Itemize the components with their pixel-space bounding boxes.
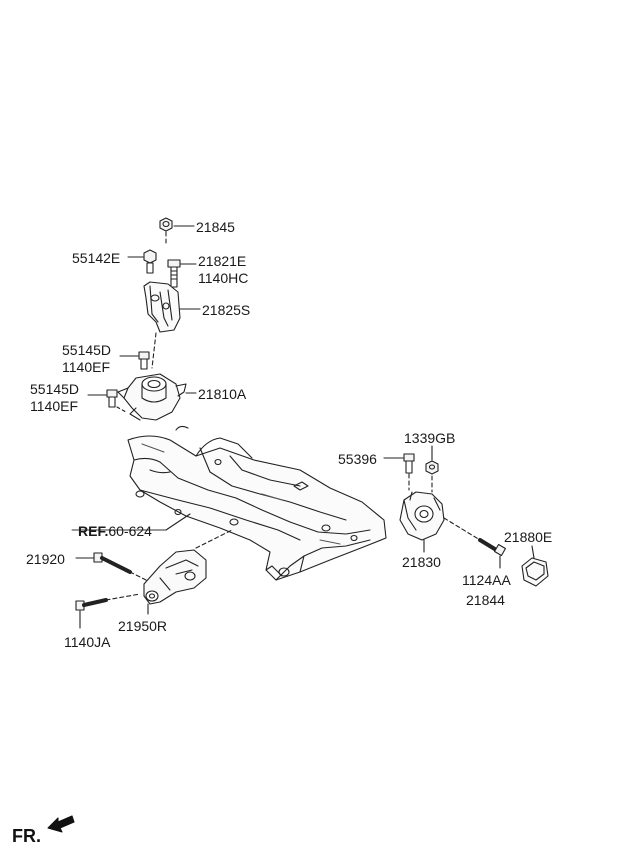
mount-21830 [399,491,445,541]
reference-prefix: REF. [78,523,109,539]
insulator-21810A [117,373,187,421]
label-21825S: 21825S [202,302,251,318]
label-21950R: 21950R [118,618,168,634]
bolt-1140JA [75,598,108,611]
bolt-21920 [93,552,132,574]
cover-21880E [521,557,549,587]
label-1339GB: 1339GB [404,430,456,446]
label-21845: 21845 [196,219,235,235]
label-21844: 21844 [466,592,505,608]
nut-1339GB [425,460,439,475]
subframe-crossmember [127,425,387,581]
roll-rod-21950R [143,549,207,605]
front-direction-label: FR. [12,826,41,846]
bolt-55145D-a [138,351,150,370]
bracket-21825S [143,281,181,333]
label-1140HC: 1140HC [198,270,249,286]
label-21830: 21830 [402,554,441,570]
label-55145D-a: 55145D [62,342,112,358]
label-1140EF-a: 1140EF [62,359,110,375]
label-55145D-b: 55145D [30,381,80,397]
leader-21880E [531,545,535,559]
ref-leader [165,513,191,531]
label-1140EF-b: 1140EF [30,398,78,414]
label-1124AA: 1124AA [462,572,511,588]
bolt-21821E [167,259,181,288]
center-line-lower [151,332,157,369]
bolt-55142E [143,249,157,274]
label-21821E: 21821E [198,253,247,269]
bolt-55145D-b [106,389,118,408]
front-direction-arrow-icon [47,815,75,833]
label-21920: 21920 [26,551,65,567]
label-1140JA: 1140JA [64,634,111,650]
label-55396: 55396 [338,451,377,467]
label-21880E: 21880E [504,529,553,545]
reference-number: 60-624 [108,523,152,539]
label-21810A: 21810A [198,386,247,402]
label-55142E: 55142E [72,250,121,266]
nut-21845 [159,217,173,232]
reference-label: REF.60-624 [78,523,152,539]
bolt-55396 [403,453,415,474]
bolt-1124AA [478,538,507,557]
